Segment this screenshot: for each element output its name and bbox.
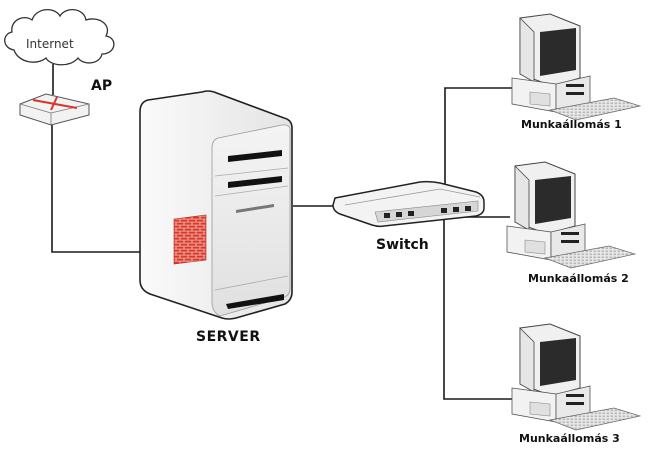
workstation-icon-1 — [511, 13, 642, 121]
server-label: SERVER — [196, 329, 261, 345]
firewall-icon — [173, 214, 207, 265]
workstation-icon-3 — [511, 323, 642, 431]
link-switch-ws3 — [443, 218, 515, 400]
drive-bay-1 — [228, 150, 282, 162]
workstation-2-label: Munkaállomás 2 — [528, 272, 629, 285]
link-switch-ws1 — [444, 87, 514, 185]
floppy-slot — [236, 204, 274, 213]
workstation-1-label: Munkaállomás 1 — [521, 118, 622, 131]
bottom-vent — [226, 294, 284, 309]
drive-bay-2 — [228, 176, 282, 188]
server-icon — [139, 90, 293, 320]
switch-icon — [332, 180, 485, 228]
access-point-icon — [19, 93, 90, 126]
internet-cloud-icon — [4, 9, 115, 66]
link-ap-server — [51, 125, 140, 253]
workstation-icon-2 — [506, 161, 637, 269]
switch-label: Switch — [376, 237, 429, 253]
workstation-3-label: Munkaállomás 3 — [519, 432, 620, 445]
internet-label: Internet — [26, 37, 74, 51]
switch-ports — [384, 206, 471, 218]
ap-label: AP — [91, 78, 113, 94]
